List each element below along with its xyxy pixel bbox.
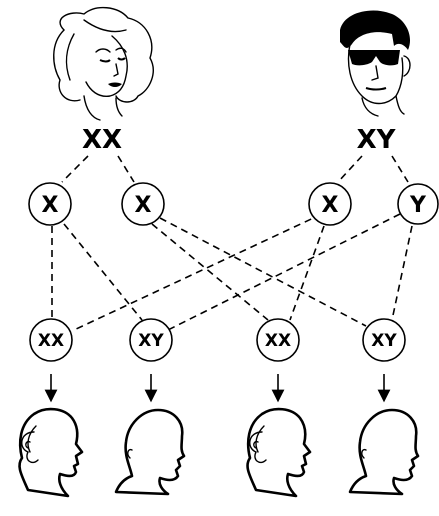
offspring-1-genotype: XX [38,331,64,351]
offspring-1-node: XX [29,318,73,362]
gamete-mother-2-label: X [135,193,152,218]
gamete-father-1: X [308,182,352,226]
father-genotype-label: XY [357,125,397,155]
offspring-2-node: XY [129,318,173,362]
parent-gamete-edges [61,155,409,183]
edge-g4-o4 [391,225,413,321]
offspring-4-genotype: XY [371,331,397,351]
offspring-3-node: XX [256,318,300,362]
mother-genotype-label: XX [82,125,122,155]
gamete-mother-1: X [28,182,72,226]
edge-mother-gamete-2 [117,155,135,183]
offspring-2-male-icon [114,408,186,496]
gamete-mother-1-label: X [42,193,59,218]
offspring-3-genotype: XX [265,331,291,351]
edge-father-gamete-1 [337,155,363,183]
gamete-offspring-edges [51,213,413,331]
gamete-father-2-label: Y [409,193,427,218]
offspring-1-female-icon [18,407,84,498]
edge-g4-o2 [167,213,401,331]
edge-g3-o3 [289,225,325,321]
gamete-father-1-label: X [322,193,339,218]
offspring-arrows [44,374,391,403]
mother-illustration [53,7,154,121]
edge-father-gamete-2 [391,155,409,183]
offspring-4-male-icon [348,408,420,496]
edge-mother-gamete-1 [61,155,89,183]
father-illustration [340,10,411,117]
edge-g2-o3 [151,223,269,321]
edge-g3-o1 [73,213,323,331]
offspring-3-female-icon [246,407,312,498]
offspring-4-node: XY [362,318,406,362]
gamete-father-2: Y [397,183,439,225]
edge-g2-o4 [159,217,367,327]
offspring-2-genotype: XY [138,331,164,351]
edge-g1-o2 [63,223,143,321]
gamete-mother-2: X [121,182,165,226]
